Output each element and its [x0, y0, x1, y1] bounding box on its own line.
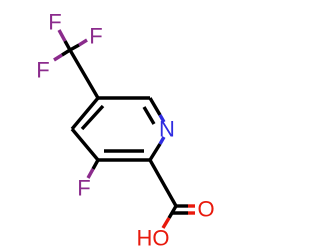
bond-c6-n: [158, 114, 166, 123]
atom-label-f1: F: [48, 10, 61, 35]
bond-c-f1: [57, 29, 67, 42]
atom-label-f4: F: [77, 176, 90, 201]
bond-c4-c5: [70, 96, 100, 131]
pyridine-ring: [70, 96, 166, 162]
bond-c-oh-dark: [167, 205, 178, 219]
bond-cf3-ring: [68, 49, 100, 99]
trifluoromethyl-bonds: [53, 29, 100, 99]
bond-c6-n-inner: [142, 106, 156, 125]
atom-label-o-carbonyl: O: [197, 197, 214, 222]
bond-c6-n-dark: [148, 97, 162, 116]
bond-c-f1-dark: [63, 40, 72, 51]
bond-n-c2-dark: [148, 143, 162, 161]
bond-c4-c5-inner: [80, 104, 105, 131]
bond-c2-cooh: [148, 159, 178, 207]
bond-c3-f: [86, 168, 95, 179]
atom-label-n: N: [159, 117, 175, 142]
bond-c3-c4: [70, 127, 100, 162]
bond-c-f2-dark: [69, 43, 80, 52]
bond-n-c2: [158, 136, 166, 145]
bond-c-f2: [78, 38, 88, 47]
molecule-structure: F F F N F O HO: [36, 10, 214, 250]
bond-c3-f-dark: [91, 159, 100, 170]
atom-label-f3: F: [36, 58, 49, 83]
atom-label-f2: F: [89, 24, 102, 49]
atom-label-hydroxyl: HO: [137, 226, 170, 250]
bond-c-oh: [161, 217, 171, 229]
carboxylic-acid-bonds: [148, 159, 195, 229]
bond-c-f3: [53, 53, 63, 62]
